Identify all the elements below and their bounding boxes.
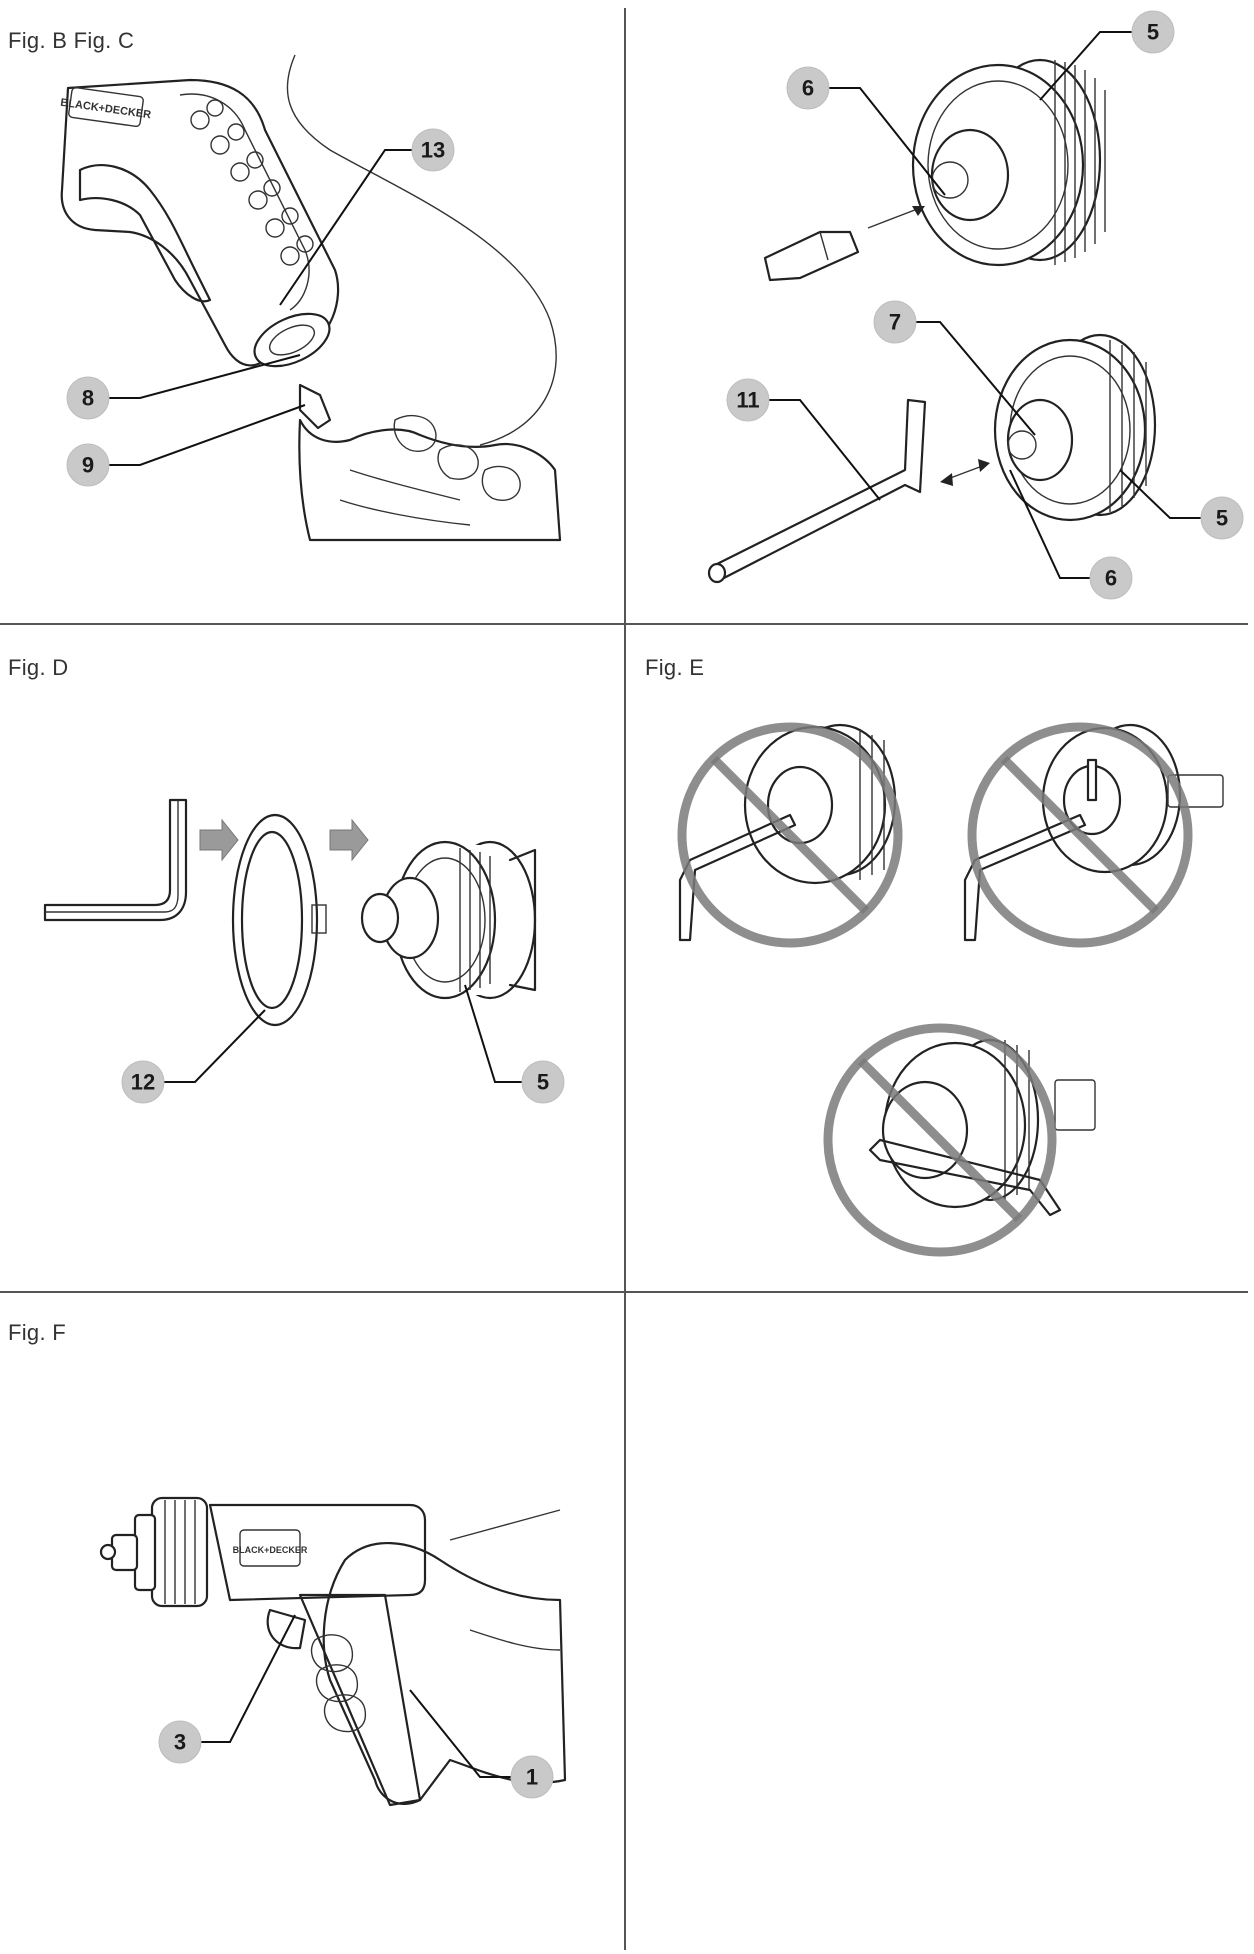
- callout-12: 12: [121, 1060, 165, 1104]
- fig-bc-illustration: BLACK+DECKER: [60, 54, 562, 542]
- fig-e-prohibited-3: [823, 1023, 1096, 1257]
- svg-text:11: 11: [736, 388, 759, 413]
- callout-6-upper: 6: [786, 66, 830, 110]
- leader-3: [200, 1614, 296, 1743]
- svg-text:13: 13: [421, 138, 445, 163]
- svg-text:8: 8: [82, 386, 94, 411]
- leader-7: [915, 321, 1036, 436]
- fig-f-label: Fig. F: [8, 1320, 67, 1345]
- svg-text:5: 5: [1216, 506, 1228, 531]
- callout-5-fig-d: 5: [521, 1060, 565, 1104]
- fig-d-illustration: [43, 798, 537, 1027]
- brand-logo-fig-f: BLACK+DECKER: [233, 1545, 308, 1555]
- svg-text:5: 5: [537, 1070, 549, 1095]
- callout-9: 9: [66, 443, 110, 487]
- leader-6a: [828, 87, 946, 196]
- callout-5-upper: 5: [1131, 10, 1175, 54]
- callout-13: 13: [411, 128, 455, 172]
- leader-1: [409, 1689, 512, 1778]
- svg-text:5: 5: [1147, 20, 1159, 45]
- callout-11: 11: [726, 378, 770, 422]
- fig-b-c-label: Fig. B Fig. C: [8, 28, 135, 53]
- fig-e-prohibited-2: [963, 722, 1224, 948]
- leader-11: [768, 399, 881, 501]
- fig-f-illustration: BLACK+DECKER: [99, 1496, 567, 1807]
- direction-arrow-1: [199, 818, 239, 862]
- leader-5a: [1039, 31, 1133, 101]
- svg-text:1: 1: [526, 1765, 538, 1790]
- fig-d-label: Fig. D: [8, 655, 69, 680]
- svg-text:12: 12: [131, 1070, 155, 1095]
- callout-7: 7: [873, 300, 917, 344]
- fig-e-prohibited-1: [677, 722, 903, 948]
- leader-12: [163, 1009, 266, 1083]
- chuck-bit-illustration: [707, 58, 1157, 584]
- callout-8: 8: [66, 376, 110, 420]
- leader-5b: [1119, 469, 1202, 519]
- leader-13: [279, 149, 413, 306]
- leader-8: [107, 354, 301, 399]
- svg-text:7: 7: [889, 310, 901, 335]
- callout-5-lower: 5: [1200, 496, 1244, 540]
- leader-9: [107, 404, 306, 466]
- leader-6b: [1009, 469, 1091, 579]
- svg-text:9: 9: [82, 453, 94, 478]
- svg-text:6: 6: [802, 76, 814, 101]
- callout-6-lower: 6: [1089, 556, 1133, 600]
- callout-1: 1: [510, 1755, 554, 1799]
- direction-arrow-2: [329, 818, 369, 862]
- callout-3: 3: [158, 1720, 202, 1764]
- fig-e-label: Fig. E: [645, 655, 705, 680]
- svg-text:6: 6: [1105, 566, 1117, 591]
- svg-text:3: 3: [174, 1730, 186, 1755]
- leader-5d: [464, 984, 523, 1083]
